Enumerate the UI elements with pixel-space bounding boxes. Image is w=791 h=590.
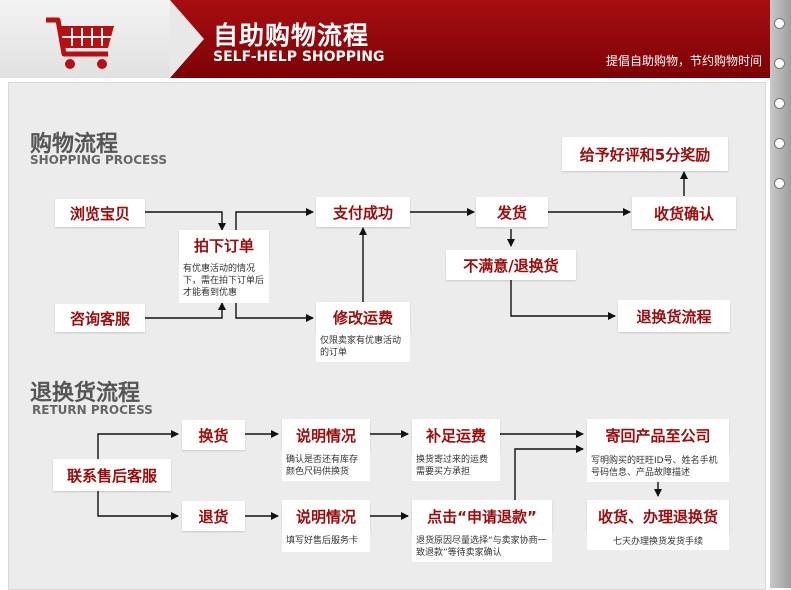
contact-service-step: 联系售后客服 — [53, 459, 171, 491]
modify-postage-step: 修改运费 — [316, 302, 410, 332]
rail-dot-icon[interactable] — [774, 98, 785, 109]
apply-refund-note: 退货原因尽量选择“与卖家协商一致退款”等待卖家确认 — [412, 532, 552, 562]
header-arrow-shape — [170, 0, 204, 78]
explain-exchange-note: 确认是否还有库存颜色尺码供换货 — [282, 451, 370, 481]
apply-refund-step: 点击“申请退款” — [412, 500, 552, 532]
header-title: 自助购物流程 — [213, 21, 370, 50]
rail-dot-icon[interactable] — [774, 58, 785, 69]
return-section-title: 退换货流程 — [30, 381, 141, 406]
header-red-bar — [170, 0, 791, 78]
order-note: 有优惠活动的情况下，需在拍下订单后才能看到优惠 — [179, 260, 269, 303]
header-subtitle: SELF-HELP SHOPPING — [213, 49, 385, 65]
mail-back-step: 寄回产品至公司 — [587, 419, 729, 452]
rail-dot-icon[interactable] — [774, 178, 785, 189]
pay-step: 支付成功 — [316, 197, 410, 227]
mail-back-note: 写明购买的旺旺ID号、姓名手机号码信息、产品故障描述 — [587, 452, 729, 482]
consult-step: 咨询客服 — [55, 304, 145, 332]
receive-confirm-step: 收货确认 — [632, 197, 736, 229]
receive-handle-note: 七天办理换货发货手续 — [587, 533, 729, 550]
shopping-section-title: 购物流程 — [30, 132, 119, 157]
explain-refund-step: 说明情况 — [282, 500, 370, 532]
postage-note: 换货寄过来的运费需要买方承担 — [412, 451, 500, 481]
shopping-section-subtitle: SHOPPING PROCESS — [30, 153, 167, 167]
postage-step: 补足运费 — [412, 419, 500, 451]
explain-refund-note: 填写好售后服务卡 — [282, 532, 370, 552]
header-banner — [0, 0, 791, 78]
return-flow-step: 退换货流程 — [618, 300, 730, 332]
order-step: 拍下订单 — [179, 230, 269, 260]
receive-handle-step: 收货、办理退换货 — [587, 500, 729, 533]
return-section-subtitle: RETURN PROCESS — [32, 403, 153, 417]
explain-exchange-step: 说明情况 — [282, 419, 370, 451]
refund-step: 退货 — [182, 501, 245, 531]
rail-dot-icon[interactable] — [774, 138, 785, 149]
side-rail — [770, 0, 791, 588]
rail-dot-icon[interactable] — [774, 18, 785, 29]
praise-reward-step: 给予好评和5分奖励 — [562, 137, 728, 171]
exchange-step: 换货 — [182, 420, 245, 450]
header-slogan: 提倡自助购物，节约购物时间 — [606, 54, 763, 68]
unsatisfied-step: 不满意/退换货 — [446, 250, 576, 280]
browse-step: 浏览宝贝 — [55, 199, 145, 227]
shopping-cart-icon — [46, 17, 114, 69]
ship-step: 发货 — [476, 197, 548, 227]
modify-postage-note: 仅限卖家有优惠活动的订单 — [316, 332, 410, 362]
